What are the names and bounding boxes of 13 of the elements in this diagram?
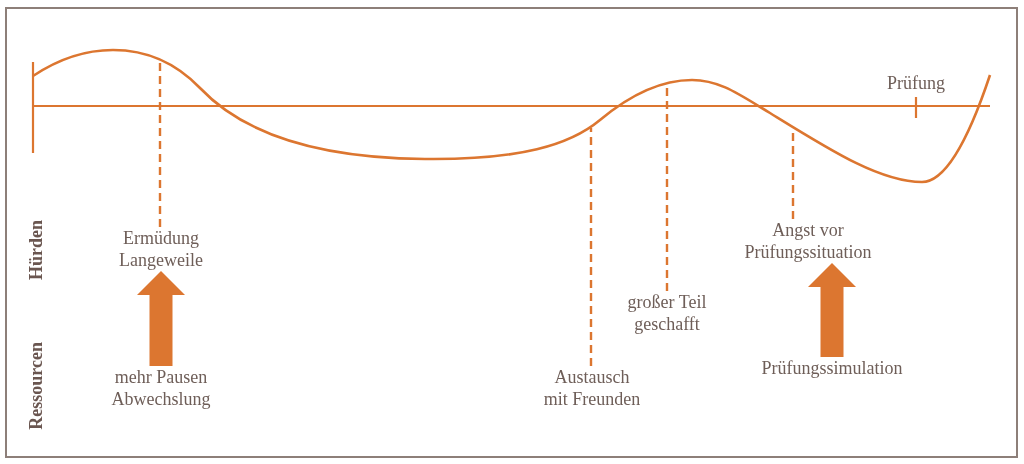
block-arrow [808, 263, 856, 357]
leader-line [589, 128, 593, 366]
annotation-text: Prüfungssimulation [757, 357, 907, 379]
annotation-text: Austausch mit Freunden [542, 366, 642, 410]
annotation-text: mehr Pausen Abwechslung [109, 366, 213, 410]
axis-label: Hürden [25, 220, 47, 280]
tick-label: Prüfung [887, 72, 945, 94]
axis-label: Ressourcen [25, 342, 47, 430]
block-arrow [137, 271, 185, 366]
annotation-text: Ermüdung Langeweile [116, 227, 206, 271]
annotation-text: großer Teil geschafft [624, 291, 710, 335]
annotation-text: Angst vor Prüfungssituation [742, 219, 874, 263]
leader-line [158, 60, 162, 227]
